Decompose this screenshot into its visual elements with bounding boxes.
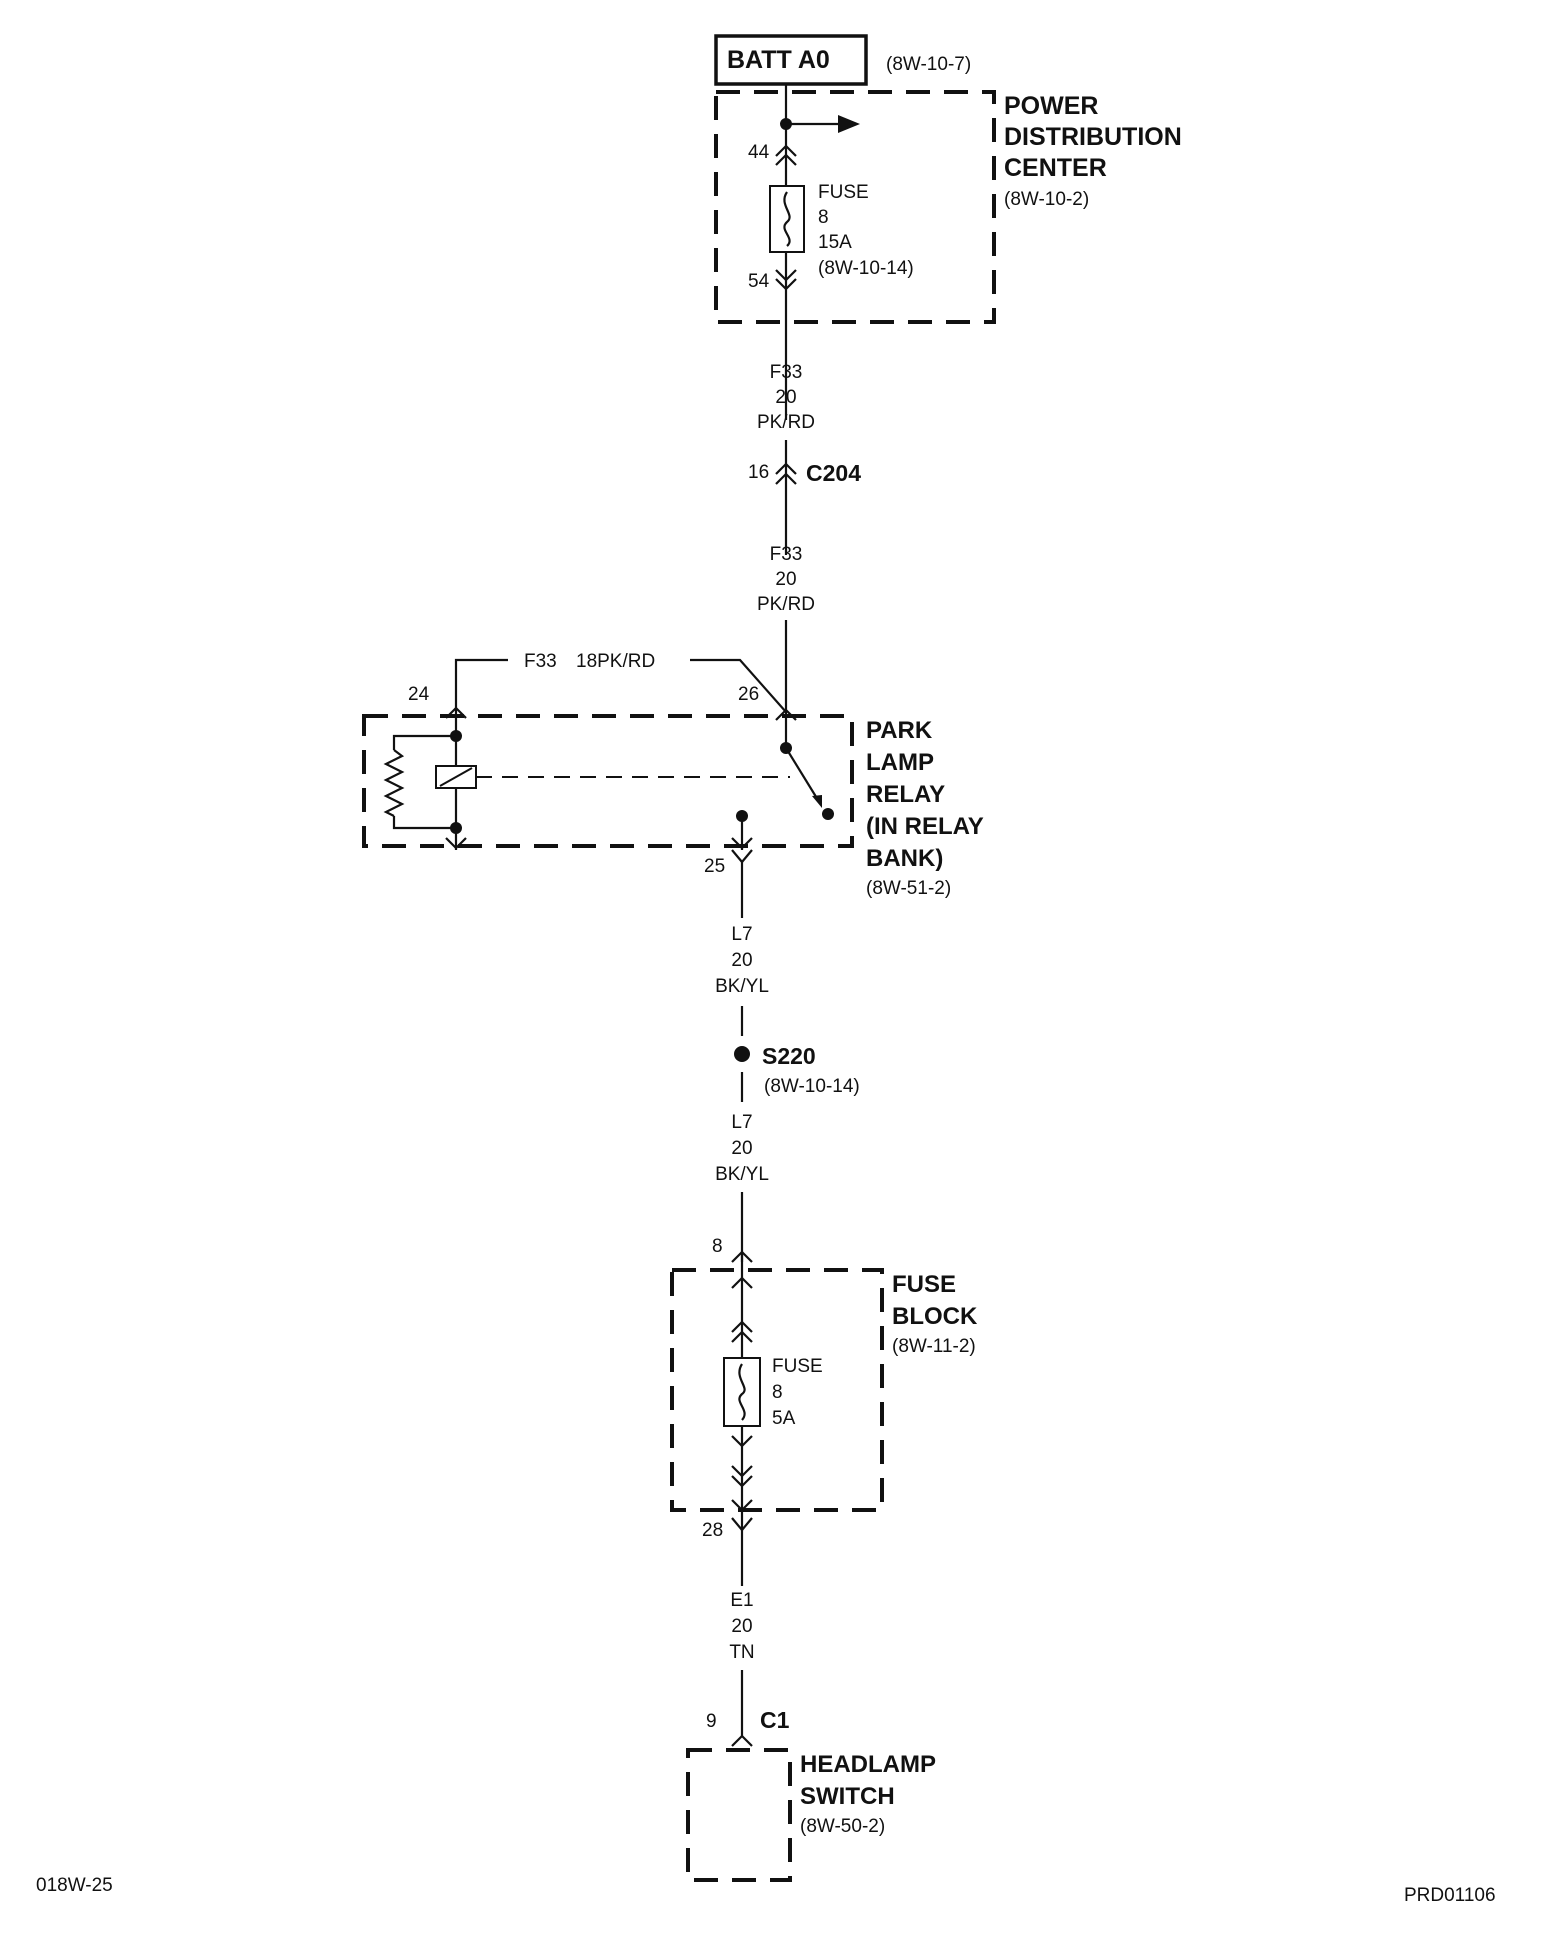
relay-pin25-chevron-icon	[731, 837, 753, 850]
headlamp-switch-ref: (8W-50-2)	[800, 1816, 885, 1837]
relay-pin-common: 26	[738, 684, 759, 705]
relay-pin-coil: 24	[408, 684, 430, 705]
pdc-name-line-3: CENTER	[1004, 154, 1107, 182]
wire-e1-circuit: E1	[730, 1590, 753, 1611]
c1-chevron-icon	[731, 1734, 753, 1747]
wire-l7-upper-color: BK/YL	[715, 976, 769, 997]
pdc-fuse-number: 8	[818, 207, 829, 228]
wire-l7-upper-label: L7 20 BK/YL	[715, 924, 769, 997]
fuse-block-outer-chevron-icon	[731, 1465, 753, 1478]
fuse-block-name-line-2: BLOCK	[892, 1303, 978, 1330]
pdc-pin44-chevron-icon	[775, 144, 797, 157]
fuse-block-outline	[670, 1268, 884, 1512]
wire-l7-lower-label: L7 20 BK/YL	[715, 1112, 769, 1185]
fuse-block-name-line-1: FUSE	[892, 1271, 956, 1298]
splice-s220-dot	[734, 1046, 750, 1062]
relay-name-line-2: LAMP	[866, 749, 934, 776]
headlamp-switch-outline	[686, 1748, 792, 1882]
c1-pin: 9	[706, 1711, 717, 1732]
relay-name-line-4: (IN RELAY	[866, 813, 984, 840]
relay-name-line-3: RELAY	[866, 781, 945, 808]
pdc-name-line-2: DISTRIBUTION	[1004, 123, 1182, 151]
headlamp-switch-name-line-1: HEADLAMP	[800, 1751, 936, 1778]
relay-name-line-1: PARK	[866, 717, 933, 744]
jumper-spec: 18PK/RD	[576, 651, 655, 672]
wire-l7-lower-gauge: 20	[731, 1138, 752, 1159]
relay-switch-contact	[822, 808, 834, 820]
wire-l7-lower-circuit: L7	[731, 1112, 752, 1133]
battery-ref: (8W-10-7)	[886, 54, 971, 75]
relay-name-line-5: BANK)	[866, 845, 943, 872]
wire-f33-jumper: F33 18PK/RD	[454, 651, 787, 713]
wire-l7-upper-circuit: L7	[731, 924, 752, 945]
relay-ref: (8W-51-2)	[866, 878, 951, 899]
relay-outline	[362, 714, 854, 848]
wire-f33-upper-color: PK/RD	[757, 412, 815, 433]
relay-pin-output: 25	[704, 856, 725, 877]
fuse-block-fuse-rating: 5A	[772, 1408, 796, 1429]
headlamp-switch-name-line-2: SWITCH	[800, 1783, 895, 1810]
pdc-name-line-1: POWER	[1004, 92, 1098, 120]
power-distribution-center: POWER DISTRIBUTION CENTER (8W-10-2) 44 F…	[714, 84, 1182, 420]
wire-e1-color: TN	[729, 1642, 754, 1663]
pdc-fuse-box	[769, 185, 805, 253]
wire-f33-upper-gauge: 20	[775, 387, 796, 408]
jumper-left-wire	[454, 658, 508, 708]
connector-c204: 16 C204	[748, 440, 861, 555]
fuse-block: 8 FUSE BLOCK (8W-11-2) FUSE 8 5A 28	[670, 1236, 978, 1541]
wire-f33-lower-label: F33 20 PK/RD	[757, 544, 815, 615]
pdc-fuse-rating: 15A	[818, 232, 852, 253]
pdc-fuse-ref: (8W-10-14)	[818, 258, 914, 279]
wire-f33-lower-circuit: F33	[770, 544, 803, 565]
footer-left-code: 018W-25	[36, 1875, 113, 1896]
connector-c1: 9 C1	[706, 1707, 790, 1747]
pdc-pin54-chevron-icon	[775, 269, 797, 282]
wire-f33-upper-circuit: F33	[770, 362, 803, 383]
battery-box	[714, 34, 868, 86]
fuse-block-fuse-box	[723, 1357, 761, 1427]
wire-f33-lower-color: PK/RD	[757, 594, 815, 615]
relay-ground-chevron-icon	[445, 837, 467, 850]
wire-l7-lower-color: BK/YL	[715, 1164, 769, 1185]
fuse-block-fuse-element-icon	[738, 1363, 746, 1421]
wire-e1-gauge: 20	[731, 1616, 752, 1637]
wire-f33-lower-gauge: 20	[775, 569, 796, 590]
c204-pin: 16	[748, 462, 769, 483]
relay-resistor-icon	[383, 749, 405, 817]
relay-switch-blade	[785, 747, 819, 801]
pdc-outline	[714, 90, 996, 324]
jumper-right-wire	[690, 658, 787, 713]
battery-feed: BATT A0 (8W-10-7)	[714, 34, 971, 86]
splice-ref: (8W-10-14)	[764, 1076, 860, 1097]
fuse-block-fuse-number: 8	[772, 1382, 783, 1403]
pdc-fuse-label: FUSE	[818, 182, 869, 203]
splice-s220: S220 (8W-10-14)	[734, 1006, 860, 1102]
pdc-pin-in: 44	[748, 142, 770, 163]
c204-chevron-icon	[775, 462, 797, 475]
fuse-block-inner-chevron-icon	[731, 1320, 753, 1333]
pdc-pin-out: 54	[748, 271, 770, 292]
headlamp-switch: HEADLAMP SWITCH (8W-50-2)	[686, 1748, 936, 1882]
c1-name: C1	[760, 1707, 790, 1733]
wire-e1-label: E1 20 TN	[729, 1590, 754, 1663]
pdc-fuse-element-icon	[783, 191, 791, 247]
splice-name: S220	[762, 1043, 816, 1069]
fuse-block-pin-out: 28	[702, 1520, 723, 1541]
fuse-block-pin-in: 8	[712, 1236, 723, 1257]
battery-label: BATT A0	[727, 46, 830, 74]
pdc-branch-arrow-icon	[838, 115, 860, 133]
wire-f33-upper-label: F33 20 PK/RD	[757, 362, 815, 433]
pdc-ref: (8W-10-2)	[1004, 189, 1089, 210]
park-lamp-relay: PARK LAMP RELAY (IN RELAY BANK) (8W-51-2…	[362, 684, 984, 899]
fuse-block-ref: (8W-11-2)	[892, 1336, 976, 1357]
footer-right-code: PRD01106	[1404, 1885, 1496, 1906]
wire-l7-upper-gauge: 20	[731, 950, 752, 971]
fuse-block-fuse-label: FUSE	[772, 1356, 823, 1377]
c204-name: C204	[806, 460, 861, 486]
jumper-circuit: F33	[524, 651, 557, 672]
